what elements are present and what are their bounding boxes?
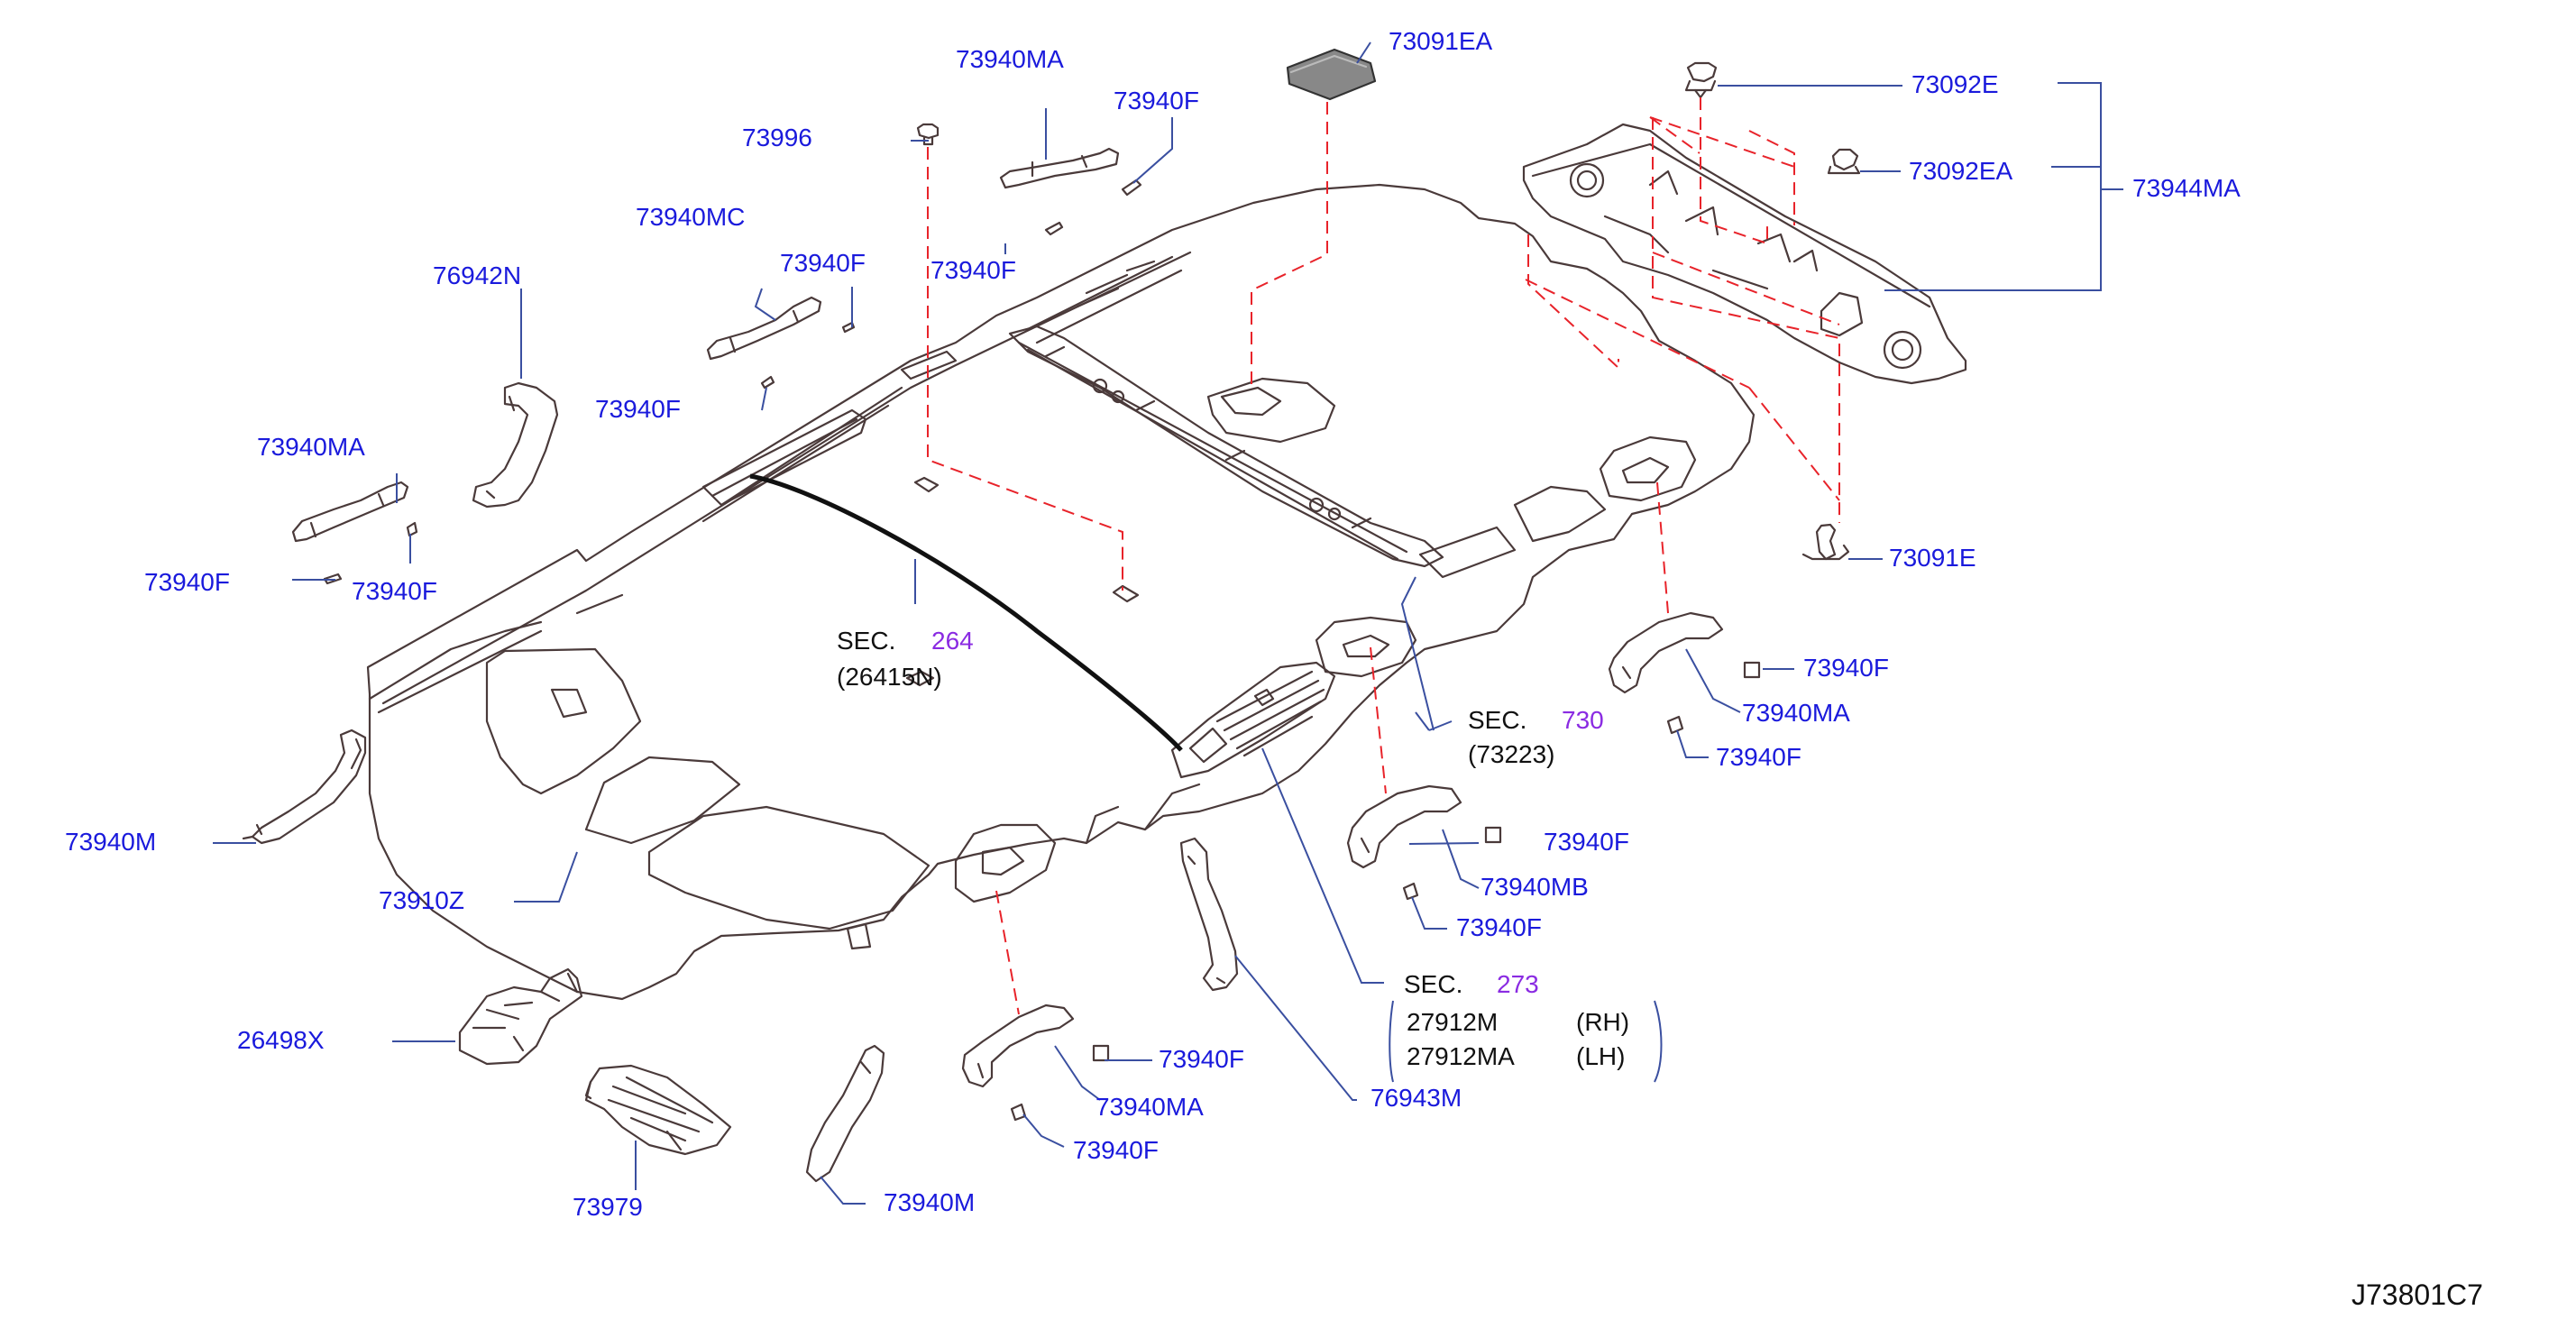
label-73940MC: 73940MC <box>636 203 746 231</box>
sec-273-side-lh: (LH) <box>1576 1042 1626 1070</box>
console-bracket-icon[interactable] <box>458 967 583 1066</box>
assist-grip-icon[interactable] <box>1346 784 1462 869</box>
label-73940MA-left: 73940MA <box>257 433 365 461</box>
label-73940F-mc: 73940F <box>780 249 866 277</box>
label-76942N: 76942N <box>433 261 522 289</box>
assist-grip-icon[interactable] <box>472 381 559 509</box>
label-73092E: 73092E <box>1911 70 1999 98</box>
label-73996: 73996 <box>742 124 812 151</box>
label-73940F-mb2: 73940F <box>1456 913 1542 941</box>
label-73940F-top1: 73940F <box>1114 87 1199 115</box>
assist-grip-icon[interactable] <box>999 147 1120 189</box>
sec-273-part-rh: 27912M <box>1407 1008 1499 1036</box>
sec-730-prefix: SEC. <box>1468 706 1527 734</box>
stiffener-rail-icon[interactable] <box>1008 325 1444 568</box>
overhead-console-icon[interactable] <box>1170 661 1336 779</box>
sec-264-prefix: SEC. <box>837 627 896 655</box>
label-73940F-b1: 73940F <box>1159 1045 1244 1073</box>
sec-730-ref: (73223) <box>1468 740 1555 768</box>
assist-grip-icon[interactable] <box>291 481 409 543</box>
leader-lines <box>213 41 2123 1205</box>
sunvisor-icon[interactable] <box>805 1044 885 1183</box>
label-26498X: 26498X <box>237 1026 325 1054</box>
sec-730-number[interactable]: 730 <box>1562 706 1604 734</box>
sec-273-number[interactable]: 273 <box>1497 970 1539 998</box>
label-73944MA: 73944MA <box>2132 174 2241 202</box>
label-76943M: 76943M <box>1371 1084 1462 1112</box>
dashed-guides <box>927 97 1840 1015</box>
label-73940F-top2: 73940F <box>930 256 1016 284</box>
label-73910Z: 73910Z <box>379 886 464 914</box>
sec-273-prefix: SEC. <box>1404 970 1463 998</box>
sec-273-side-rh: (RH) <box>1576 1008 1630 1036</box>
label-73940MA-top: 73940MA <box>956 45 1064 73</box>
label-73940M-bottom: 73940M <box>884 1188 976 1216</box>
label-73940F-left3: 73940F <box>352 577 437 605</box>
assist-grip-icon[interactable] <box>961 1004 1075 1088</box>
grommet-icon[interactable] <box>916 61 1861 561</box>
assist-grip-icon[interactable] <box>1179 837 1239 992</box>
sun-shade-pad-icon[interactable] <box>1286 48 1377 101</box>
label-73091EA: 73091EA <box>1389 27 1493 55</box>
sunvisor-icon[interactable] <box>242 729 367 845</box>
label-73940F-b2: 73940F <box>1073 1136 1159 1164</box>
front-trim-strip-icon[interactable] <box>701 350 958 507</box>
label-73091E: 73091E <box>1889 544 1976 572</box>
diagram-code: J73801C7 <box>2351 1278 2483 1311</box>
sec-264-ref: (26415N) <box>837 663 942 691</box>
label-73940MA-right: 73940MA <box>1742 699 1850 727</box>
harness-line[interactable] <box>749 473 1183 752</box>
assist-grip-icon[interactable] <box>706 296 822 361</box>
rear-trim-panel-icon[interactable] <box>1522 123 1967 385</box>
assist-grip-icon[interactable] <box>1608 611 1724 694</box>
console-tray-icon[interactable] <box>584 1064 732 1156</box>
label-73940MA-bottom: 73940MA <box>1095 1093 1204 1121</box>
sec-273-part-lh: 27912MA <box>1407 1042 1515 1070</box>
label-73092EA: 73092EA <box>1909 157 2013 185</box>
label-73940F-left1: 73940F <box>595 395 681 423</box>
sec-264-number[interactable]: 264 <box>931 627 974 655</box>
label-73979: 73979 <box>573 1193 643 1221</box>
label-73940MB: 73940MB <box>1481 873 1589 901</box>
label-73940F-r1: 73940F <box>1803 654 1889 682</box>
label-73940F-mb1: 73940F <box>1544 828 1629 856</box>
headlining-shape[interactable] <box>366 183 1756 1001</box>
label-73940F-r2: 73940F <box>1716 743 1801 771</box>
label-73940F-left2: 73940F <box>144 568 230 596</box>
label-73940M-left: 73940M <box>65 828 157 856</box>
